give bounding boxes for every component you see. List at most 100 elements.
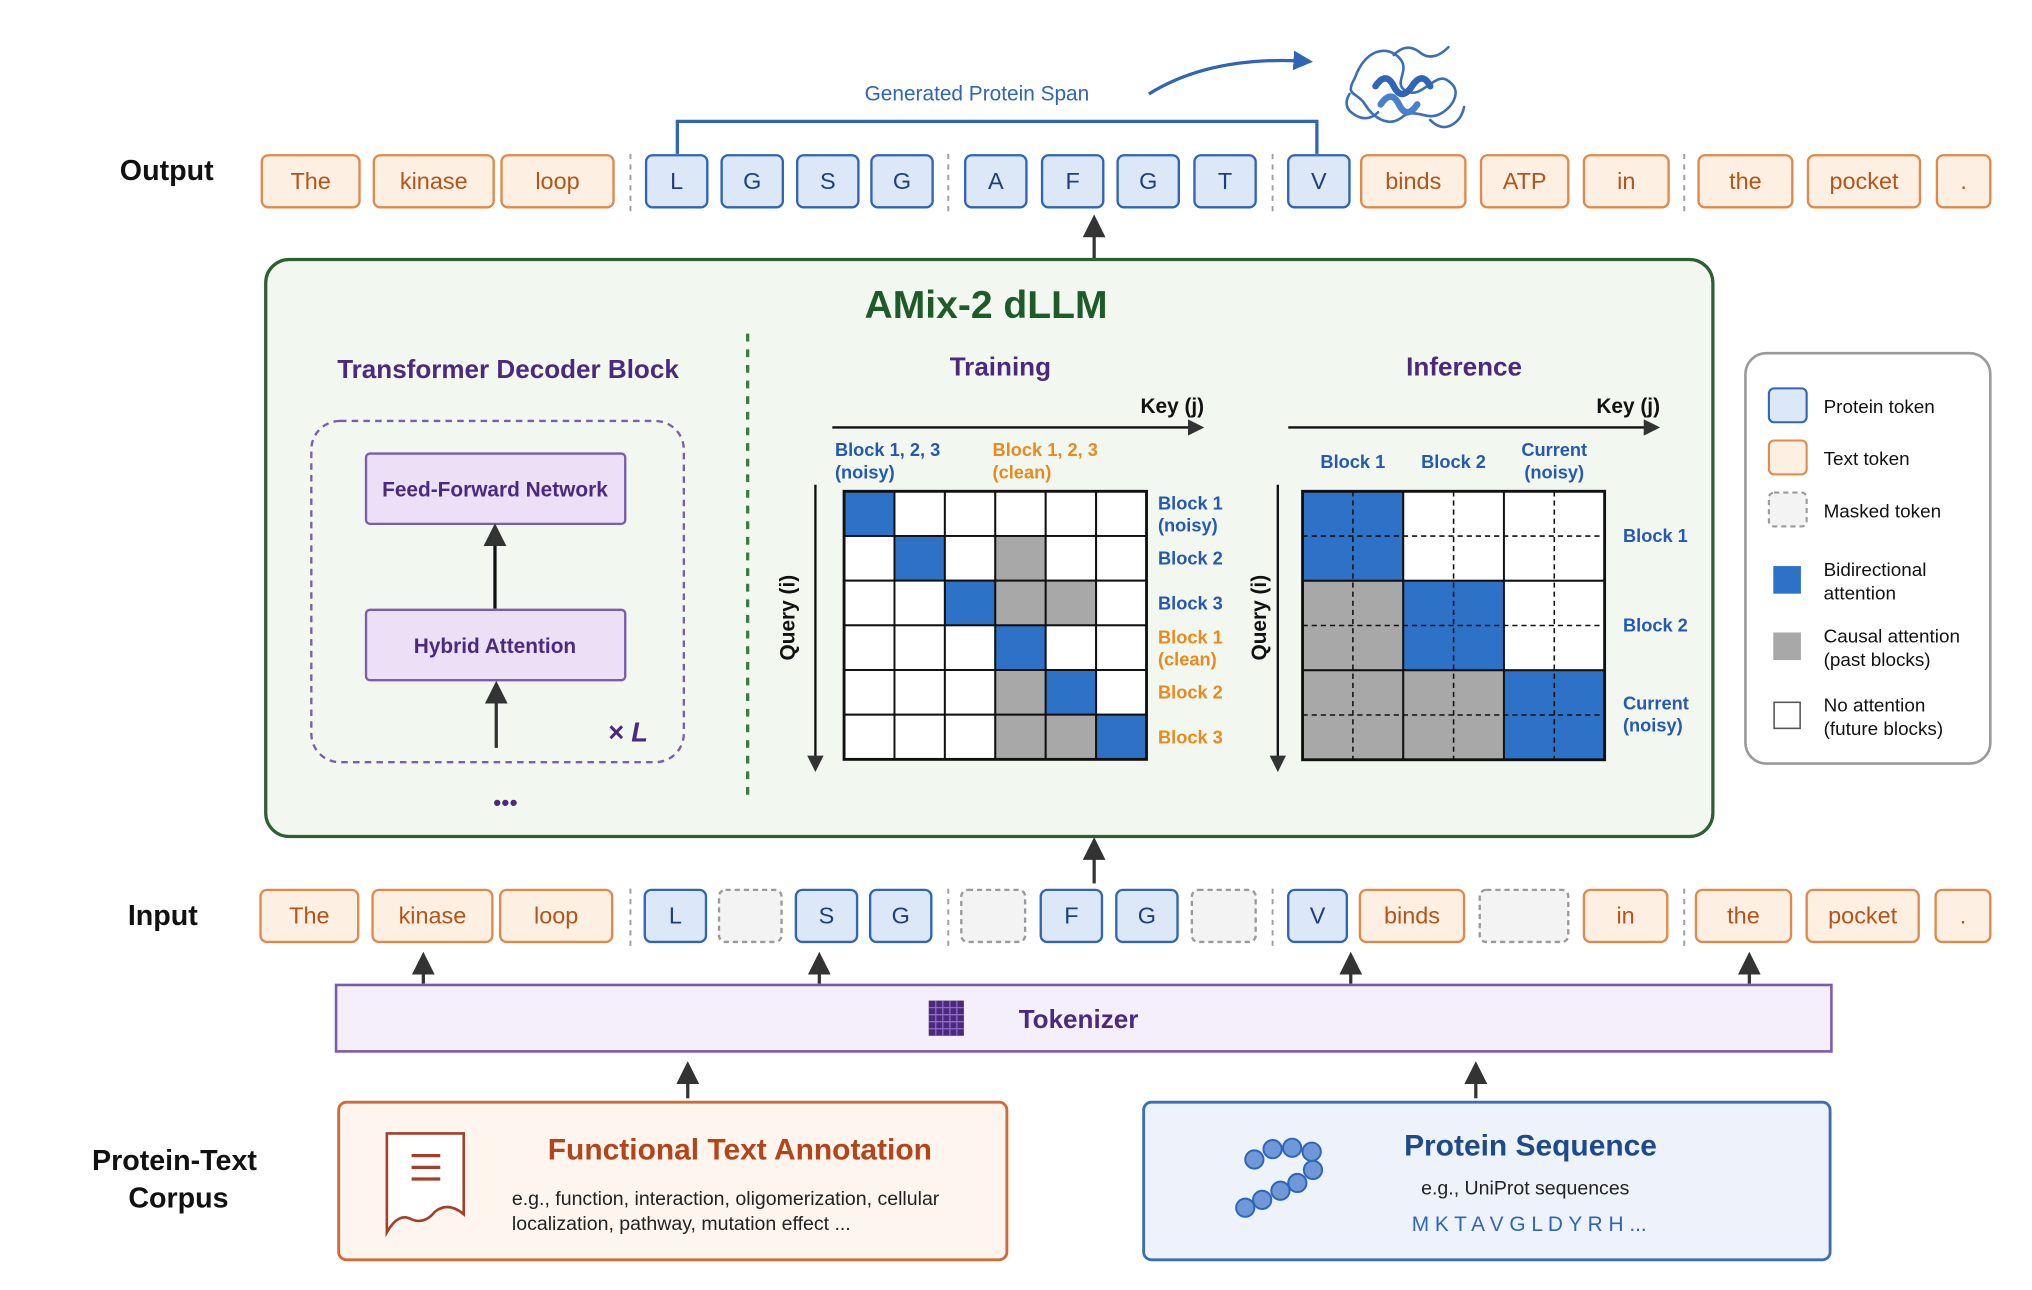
training-col-header: Block 1, 2, 3 — [835, 439, 940, 460]
training-col-header: (clean) — [993, 461, 1052, 482]
input-token-text: pocket — [1828, 903, 1898, 929]
training-col-header: Block 1, 2, 3 — [993, 439, 1098, 460]
legend-swatch — [1767, 439, 1808, 476]
input-token-box — [717, 888, 783, 944]
training-cell — [1044, 669, 1098, 716]
legend-swatch — [1773, 701, 1801, 730]
output-token-box — [1582, 154, 1670, 209]
output-token-protein: G — [1116, 154, 1180, 209]
training-cell — [1095, 713, 1148, 761]
output-token-text: binds — [1385, 168, 1441, 194]
input-token-box — [371, 888, 494, 944]
training-row-label: Block 2 — [1158, 548, 1223, 569]
output-token-text: binds — [1360, 154, 1467, 209]
training-cell — [1095, 490, 1148, 537]
input-token-protein: F — [1039, 888, 1104, 944]
output-token-text: in — [1617, 168, 1635, 194]
inference-row-label: Block 1 — [1623, 525, 1688, 546]
training-cell — [893, 669, 946, 716]
output-token-text: S — [820, 168, 836, 194]
input-token-box — [259, 888, 360, 944]
decoder-title: Transformer Decoder Block — [337, 354, 679, 384]
inference-col-header: Block 2 — [1421, 451, 1486, 472]
input-token-box — [499, 888, 614, 944]
input-token-text: . — [1960, 903, 1967, 929]
input-token-text: loop — [534, 903, 578, 929]
output-token-text: A — [988, 168, 1004, 194]
training-row-label: Block 1 — [1158, 627, 1223, 648]
hybrid-attention-label: Hybrid Attention — [414, 635, 576, 658]
training-cell — [994, 624, 1047, 671]
tokenizer-box — [334, 983, 1833, 1053]
training-cell — [943, 534, 997, 582]
training-cell — [843, 669, 896, 716]
training-cell — [994, 579, 1047, 627]
input-token-text: pocket — [1805, 888, 1920, 944]
training-key-label: Key (j) — [1140, 395, 1204, 418]
input-token-box — [1478, 888, 1570, 944]
input-token-text: kinase — [399, 903, 467, 929]
training-col-headers: Block 1, 2, 3(noisy)Block 1, 2, 3(clean) — [835, 439, 1098, 482]
output-token-text: kinase — [372, 154, 495, 209]
legend-item-text: Text token — [1767, 439, 1910, 476]
ffn-label: Feed-Forward Network — [382, 479, 608, 502]
protein-sequence-example: M K T A V G L D Y R H ... — [1412, 1213, 1647, 1236]
training-cell — [1095, 579, 1148, 627]
training-cell — [893, 579, 946, 627]
inference-row-label: Current — [1623, 692, 1689, 713]
legend-label: Bidirectional — [1824, 560, 1927, 581]
legend-item-none: No attention(future blocks) — [1773, 695, 1943, 740]
input-token-box — [960, 888, 1027, 944]
output-token-box — [1040, 154, 1105, 209]
input-token-text: kinase — [371, 888, 494, 944]
corpus-label: Protein-Text Corpus — [92, 1145, 265, 1215]
output-token-text: pocket — [1806, 154, 1922, 209]
output-token-protein: G — [720, 154, 785, 209]
legend-item-masked: Masked token — [1767, 491, 1941, 528]
protein-structure-icon — [1345, 45, 1466, 129]
training-cell — [843, 534, 896, 582]
training-row-label: (clean) — [1158, 649, 1217, 670]
tokenizer-grid-icon — [928, 1000, 964, 1036]
repeat-label: × L — [608, 716, 648, 747]
generated-span-label: Generated Protein Span — [865, 83, 1090, 106]
input-token-box — [1805, 888, 1920, 944]
training-cell — [1095, 534, 1148, 582]
training-cell — [843, 490, 896, 537]
corpus-label-line-1: Protein-Text — [92, 1145, 257, 1177]
output-token-box — [720, 154, 785, 209]
legend-swatch — [1773, 632, 1801, 661]
training-cell — [994, 534, 1047, 582]
input-token-text: The — [289, 903, 329, 929]
input-token-text: in — [1582, 888, 1669, 944]
output-token-text: L — [670, 168, 683, 194]
output-token-text: kinase — [400, 168, 468, 194]
training-cell — [893, 624, 946, 671]
training-col-header: (noisy) — [835, 461, 895, 482]
output-token-protein: V — [1287, 154, 1351, 209]
input-token-masked — [717, 888, 783, 944]
training-cell — [1044, 490, 1098, 537]
ellipsis-dots: ••• — [493, 789, 518, 815]
input-token-box — [868, 888, 933, 944]
training-cell — [843, 624, 896, 671]
protein-sequence-title: Protein Sequence — [1404, 1130, 1657, 1163]
input-token-text: binds — [1358, 888, 1466, 944]
inference-row-label: Block 2 — [1623, 615, 1688, 636]
output-token-protein: T — [1193, 154, 1257, 209]
input-token-text: The — [259, 888, 360, 944]
input-label: Input — [128, 900, 198, 932]
output-token-text: loop — [535, 168, 579, 194]
output-token-text: the — [1729, 168, 1762, 194]
output-token-box — [1806, 154, 1922, 209]
training-attention-matrix — [842, 489, 1148, 761]
training-cell — [843, 579, 896, 627]
training-cell — [1095, 624, 1148, 671]
input-token-text: . — [1934, 888, 1992, 944]
